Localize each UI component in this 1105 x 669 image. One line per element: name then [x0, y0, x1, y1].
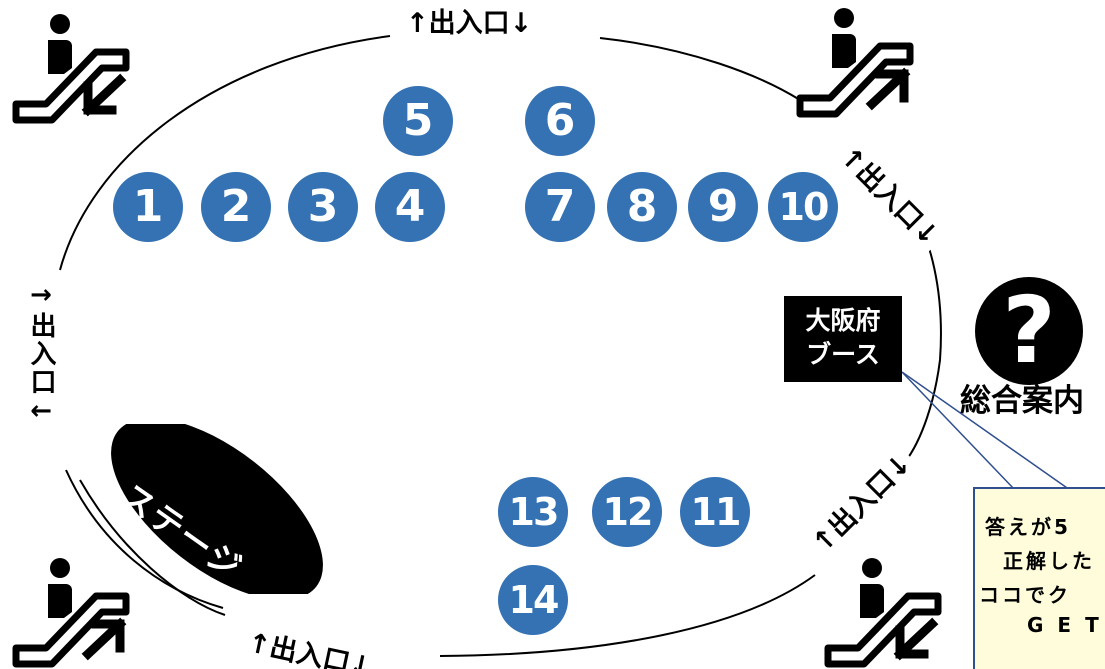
booth-12[interactable]: 12 — [592, 477, 662, 547]
osaka-booth-line1: 大阪府 — [805, 306, 881, 335]
booth-3[interactable]: 3 — [288, 172, 358, 242]
booth-10[interactable]: 10 — [768, 172, 838, 242]
booth-11[interactable]: 11 — [680, 477, 750, 547]
callout-line-3: ココでク — [979, 583, 1071, 607]
booth-1[interactable]: 1 — [113, 172, 183, 242]
osaka-booth-line2: ブース — [806, 340, 880, 369]
escalator-up-icon — [796, 8, 914, 118]
booth-6[interactable]: 6 — [525, 86, 595, 156]
callout-line-4: GET — [1027, 613, 1105, 637]
callout-line-1: 答えが5 — [985, 515, 1071, 539]
booth-4[interactable]: 4 — [375, 172, 445, 242]
entrance-left: →出入口← — [14, 280, 56, 428]
booth-2[interactable]: 2 — [201, 172, 271, 242]
booth-13[interactable]: 13 — [498, 477, 568, 547]
escalator-down-icon — [824, 558, 942, 668]
stage-shape — [111, 424, 323, 594]
booth-7[interactable]: 7 — [525, 172, 595, 242]
escalator-down-icon — [12, 14, 130, 124]
quiz-callout: 答えが5 正解した ココでク GET — [973, 487, 1105, 669]
question-icon: ? — [975, 277, 1083, 385]
osaka-booth[interactable]: 大阪府 ブース — [784, 296, 902, 382]
entrance-top: ↑出入口↓ — [396, 10, 543, 37]
escalator-up-icon — [12, 558, 130, 668]
booth-8[interactable]: 8 — [607, 172, 677, 242]
booth-5[interactable]: 5 — [383, 86, 453, 156]
booth-9[interactable]: 9 — [688, 172, 758, 242]
callout-line-2: 正解した — [1003, 549, 1095, 573]
booth-14[interactable]: 14 — [498, 565, 568, 635]
info-desk-label: 総合案内 — [960, 383, 1084, 419]
